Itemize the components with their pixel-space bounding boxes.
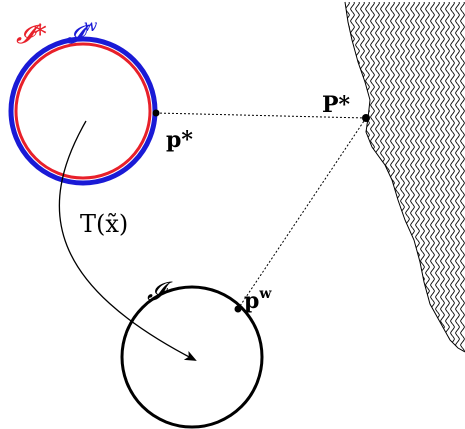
curved-arrow-icon [58,120,197,361]
point-P-star [362,114,370,122]
projection-line-pw [237,117,367,310]
circle-i-star [14,42,152,180]
circle-i-w [8,36,158,186]
circle-i [120,285,264,429]
projection-line-pstar [155,112,367,119]
wavy-hatched-surface-icon [344,1,465,353]
label-transform: T(x̃) [80,210,128,238]
label-p-star-lower: p* [166,127,193,153]
point-p-w [234,305,242,313]
label-i-star: 𝓘* [16,20,47,50]
point-p-star-lower [152,109,160,117]
label-p-w: pw [244,286,272,314]
label-P-star: P* [322,92,351,118]
